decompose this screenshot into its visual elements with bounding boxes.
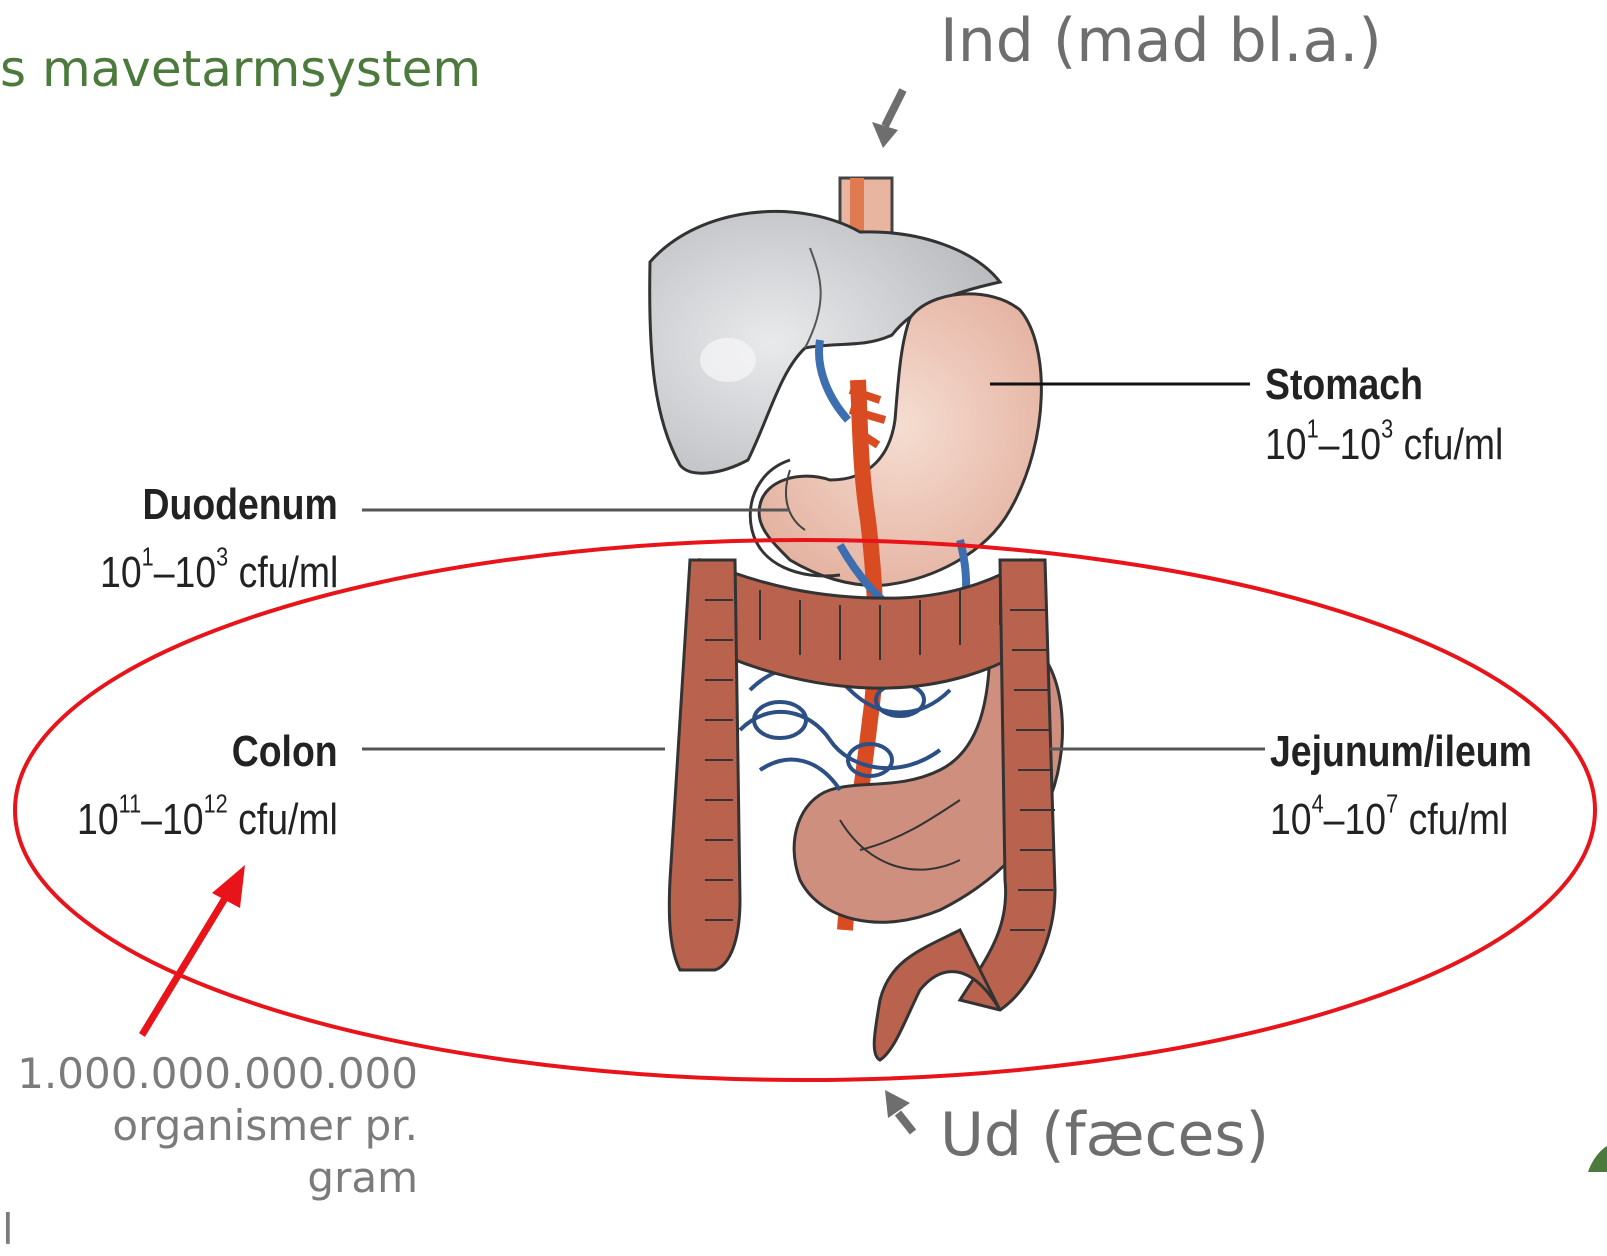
duodenum-value: 101–103 cfu/ml: [100, 548, 338, 598]
red-arrow: [142, 865, 245, 1035]
colon-label: Colon: [232, 727, 338, 777]
count-line-2: organismer pr. gram: [0, 1100, 418, 1204]
jejunum-ileum-value: 104–107 cfu/ml: [1270, 795, 1508, 845]
bacteria-count-note: 1.000.000.000.000 organismer pr. gram l: [0, 1048, 418, 1256]
colon-value: 1011–1012 cfu/ml: [77, 795, 338, 845]
output-label: Ud (fæces): [940, 1100, 1269, 1170]
in-arrow: [872, 90, 903, 148]
count-line-1: 1.000.000.000.000: [0, 1048, 418, 1100]
logo-fragment: [1588, 1146, 1607, 1172]
jejunum-ileum-label: Jejunum/ileum: [1270, 727, 1532, 777]
stomach-value: 101–103 cfu/ml: [1265, 420, 1503, 470]
count-line-3: l: [0, 1204, 418, 1256]
diagram-stage: s mavetarmsystem Ind (mad bl.a.) Ud (fæc…: [0, 0, 1607, 1172]
page-title: s mavetarmsystem: [0, 40, 481, 98]
duodenum-label: Duodenum: [143, 480, 338, 530]
out-arrow: [885, 1090, 913, 1132]
input-label: Ind (mad bl.a.): [940, 6, 1382, 76]
stomach-label: Stomach: [1265, 360, 1423, 410]
